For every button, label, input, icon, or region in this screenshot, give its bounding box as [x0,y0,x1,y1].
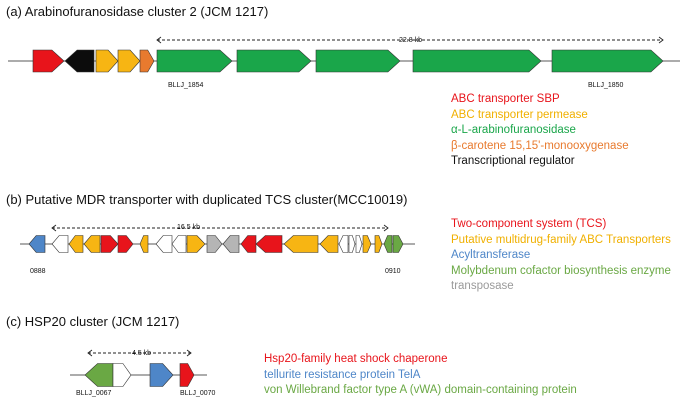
panel-c-gene-vwa-domain [84,363,114,387]
panel-c-gene-label-left: BLLJ_0067 [76,390,112,397]
panel-a-gene-arabinofuranosidase [551,49,664,73]
panel-b-gene-abc-transporter [283,235,319,253]
panel-a-legend-item: Transcriptional regulator [451,155,575,167]
panel-b-legend-item: Putative multidrug-family ABC Transporte… [451,233,671,246]
panel-b-bracket-right-arrowhead [383,224,389,232]
panel-a-gene-label-right: BLLJ_1850 [588,82,624,89]
panel-b-gene-label-left: 0888 [30,268,46,275]
panel-a-legend-item: ABC transporter SBP [451,93,560,105]
panel-b-gene-hypothetical [348,235,356,253]
panel-c-bracket-right-arrowhead [186,349,192,357]
panel-b-gene-hypothetical [51,235,69,253]
panel-b-bracket-left-arrowhead [51,224,57,232]
panel-a-legend-item: ABC transporter permease [451,108,588,121]
panel-a-size-label: 22.8 kb [399,37,422,44]
panel-b-title: (b) Putative MDR transporter with duplic… [6,192,408,207]
panel-c-legend-item: von Willebrand factor type A (vWA) domai… [264,384,577,396]
panel-b-legend-item: Acyltransferase [451,249,531,261]
panel-b-size-label: 16.5 kb [177,224,200,231]
panel-b-gene-hypothetical [355,235,363,253]
panel-b-legend-item: Two-component system (TCS) [451,218,607,230]
panel-c-bracket-left-arrowhead [87,349,93,357]
panel-a-gene-arabinofuranosidase [236,49,312,73]
panel-a-bracket-right-arrowhead [658,36,664,44]
panel-b-gene-abc-transporter [186,235,206,253]
panel-b-legend-item: Molybdenum cofactor biosynthesis enzyme [451,264,671,277]
panel-b-gene-hypothetical [171,235,187,253]
panel-b-gene-transposase [206,235,223,253]
panel-c-legend-item: tellurite resistance protein TelA [264,368,421,381]
panel-c-gene-tellurite-resistance-tela [149,363,174,387]
panel-b-gene-molybdenum-cofactor [383,235,393,253]
panel-b-legend-item: transposase [451,280,514,292]
panel-c-gene-label-right: BLLJ_0070 [180,390,216,397]
panel-c-title: (c) HSP20 cluster (JCM 1217) [6,314,180,329]
panel-b-gene-abc-transporter [319,235,339,253]
panel-b-gene-abc-transporter [83,235,101,253]
panel-b-gene-molybdenum-cofactor [392,235,404,253]
panel-b-gene-hypothetical [338,235,349,253]
panel-b-gene-transposase [222,235,240,253]
panel-c-gene-hypothetical [112,363,132,387]
panel-c-size-label: 4.5 kb [132,350,152,357]
panel-a-title: (a) Arabinofuranosidase cluster 2 (JCM 1… [6,4,269,19]
panel-a-gene-regulator [64,49,95,73]
panel-b-gene-tcs [100,235,119,253]
panel-b-gene-tcs [117,235,134,253]
panel-a-gene-monooxygenase [139,49,155,73]
panel-a-gene-permease [117,49,141,73]
panel-a-gene-permease [95,49,119,73]
panel-b-gene-abc-transporter [362,235,372,253]
panel-a-gene-sbp [32,49,65,73]
panel-a-gene-arabinofuranosidase [156,49,233,73]
panel-a-gene-label-left: BLLJ_1854 [168,82,204,89]
panel-b-gene-tcs [240,235,257,253]
panel-b-gene-tcs [255,235,283,253]
panel-a-bracket-left-arrowhead [156,36,162,44]
panel-c-legend-item: Hsp20-family heat shock chaperone [264,353,448,365]
panel-a-legend-item: β-carotene 15,15'-monooxygenase [451,139,629,152]
panel-b-gene-acyltransferase [28,235,46,253]
panel-a-gene-arabinofuranosidase [412,49,542,73]
panel-a-legend-item: α-L-arabinofuranosidase [451,124,576,136]
panel-b-gene-hypothetical [155,235,173,253]
panel-b-gene-abc-transporter [374,235,383,253]
panel-a-gene-arabinofuranosidase [315,49,401,73]
panel-b-gene-abc-transporter [139,235,149,253]
panel-b-gene-abc-transporter [68,235,84,253]
panel-c-gene-hsp20 [179,363,195,387]
panel-b-gene-label-right: 0910 [385,268,401,275]
